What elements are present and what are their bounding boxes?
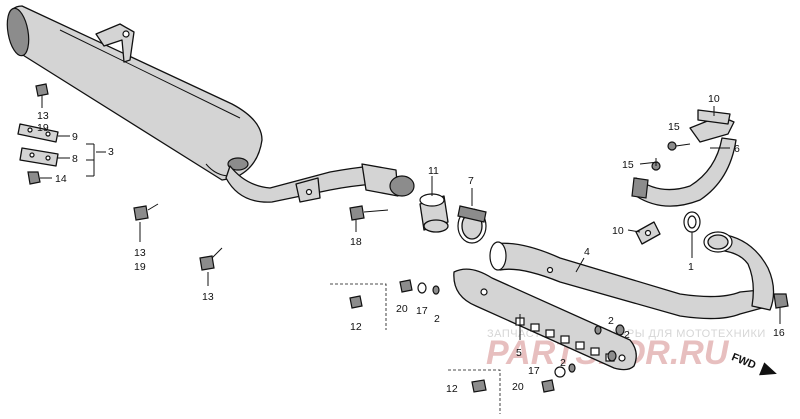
group-brackets — [86, 143, 501, 414]
muffler — [6, 5, 263, 181]
callout-4: 4 — [584, 246, 590, 258]
callout-17-upper: 17 — [416, 305, 428, 317]
callout-18: 18 — [350, 236, 362, 248]
fwd-label: FWD — [730, 351, 758, 372]
parts-8-9-brackets — [17, 123, 59, 167]
callout-15-low: 15 — [622, 159, 634, 171]
leader-lines — [40, 100, 781, 340]
callout-2-pipe-a: 2 — [608, 315, 614, 327]
part-11-sleeve — [419, 193, 449, 233]
fwd-arrow: FWD — [730, 351, 777, 376]
callout-19-top: 19 — [37, 122, 49, 134]
part-4-exhaust-pipe — [489, 231, 775, 320]
callout-15-top: 15 — [668, 121, 680, 133]
callout-7: 7 — [468, 175, 474, 187]
callout-12-upper: 12 — [350, 321, 362, 333]
callout-13-low: 13 — [202, 291, 214, 303]
callouts: 13 19 9 8 3 14 13 19 13 18 11 7 4 1 6 10… — [37, 93, 785, 395]
callout-6: 6 — [734, 143, 740, 155]
connecting-pipe — [225, 163, 415, 203]
part-7-band-clamp — [457, 205, 487, 244]
callout-13-mid: 13 — [134, 247, 146, 259]
part-10-brackets — [635, 109, 731, 245]
part-6-header-guard — [631, 115, 737, 207]
callout-13-top: 13 — [37, 110, 49, 122]
callout-20-upper: 20 — [396, 303, 408, 315]
callout-3: 3 — [108, 146, 114, 158]
callout-9: 9 — [72, 131, 78, 143]
callout-14: 14 — [55, 173, 67, 185]
callout-1: 1 — [688, 261, 694, 273]
callout-2-pipe-b: 2 — [624, 329, 630, 341]
callout-12-lower: 12 — [446, 383, 458, 395]
callout-11: 11 — [428, 165, 439, 177]
callout-5: 5 — [516, 347, 522, 359]
callout-10-low: 10 — [612, 225, 624, 237]
callout-10-top: 10 — [708, 93, 720, 105]
part-1-gasket — [683, 211, 701, 233]
callout-17-lower: 17 — [528, 365, 540, 377]
callout-16: 16 — [773, 327, 785, 339]
callout-2-upper: 2 — [434, 313, 440, 325]
callout-8: 8 — [72, 153, 78, 165]
callout-2-lower: 2 — [560, 357, 566, 369]
callout-19-mid: 19 — [134, 261, 146, 273]
callout-20-lower: 20 — [512, 381, 524, 393]
fasteners — [27, 83, 789, 393]
